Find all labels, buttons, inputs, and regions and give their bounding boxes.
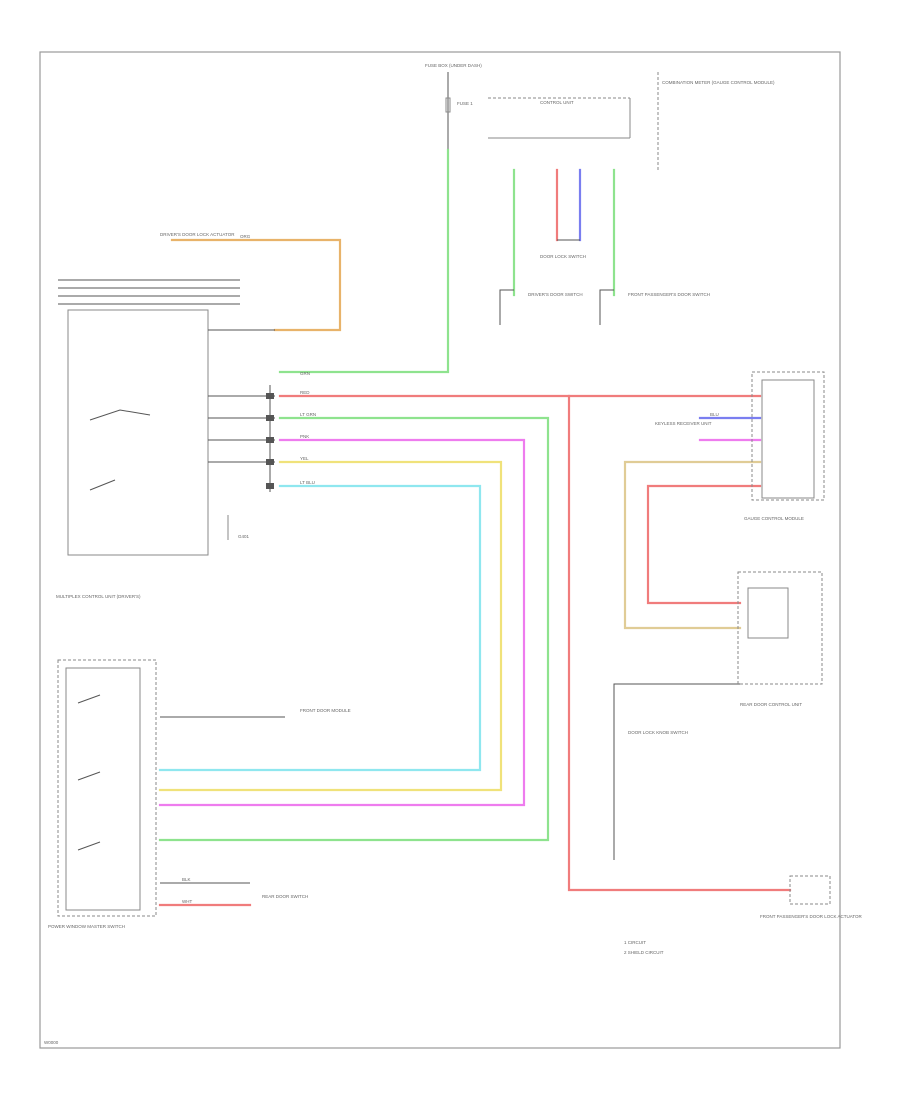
multiplex-unit-group: G401 MULTIPLEX CONTROL UNIT (DRIVER'S) D… xyxy=(56,232,275,599)
rear-door-control-box xyxy=(747,587,789,639)
power-window-group: POWER WINDOW MASTER SWITCH FRONT DOOR MO… xyxy=(48,659,351,929)
diagram-id: W0000 xyxy=(44,1040,59,1045)
pin-1 xyxy=(266,393,274,399)
control-unit-group: CONTROL UNIT COMBINATION METER (GAUGE CO… xyxy=(488,72,775,170)
front-door-module-box xyxy=(789,875,831,905)
label-pnk: PNK xyxy=(300,434,309,439)
wire-yellow-loop xyxy=(158,460,503,792)
label-blk: BLK xyxy=(182,877,191,882)
wires xyxy=(158,148,792,907)
door-lock-knob-label: DOOR LOCK KNOB SWITCH xyxy=(628,730,688,735)
ground-label: G401 xyxy=(238,534,250,539)
label-yel: YEL xyxy=(300,456,309,461)
label-ltblu: LT BLU xyxy=(300,480,315,485)
multiplex-unit-label: MULTIPLEX CONTROL UNIT (DRIVER'S) xyxy=(56,594,141,599)
power-window-border xyxy=(57,659,157,917)
mpx-switch-1 xyxy=(89,409,151,421)
wire-magenta-loop xyxy=(158,438,526,807)
pw-switch-3 xyxy=(77,841,101,851)
passenger-door-lock-label: FRONT PASSENGER'S DOOR LOCK ACTUATOR xyxy=(760,914,863,919)
wire-red-down xyxy=(567,394,792,892)
label-grn: GRN xyxy=(300,371,310,376)
fuse-label: FUSE 1 xyxy=(457,101,473,106)
combination-meter-label: COMBINATION METER (GAUGE CONTROL MODULE) xyxy=(662,80,775,85)
rear-door-control-border xyxy=(737,571,823,685)
wire-green-loop xyxy=(158,416,550,842)
door-lock-switch-label: DOOR LOCK SWITCH xyxy=(540,254,586,259)
rear-door-switch-label: REAR DOOR SWITCH xyxy=(262,894,308,899)
door-lock-actuator-label: DRIVER'S DOOR LOCK ACTUATOR xyxy=(160,232,235,237)
label-red: RED xyxy=(300,390,310,395)
label-blu: BLU xyxy=(710,412,719,417)
fuse-box-label: FUSE BOX (UNDER DASH) xyxy=(425,63,482,68)
label-org: ORG xyxy=(240,234,251,239)
wire-red-loop xyxy=(646,484,762,605)
front-door-module-group: FRONT PASSENGER'S DOOR LOCK ACTUATOR 1 C… xyxy=(624,875,863,955)
passenger-door-switch-contact xyxy=(599,289,614,325)
wire-tan-loop xyxy=(623,460,762,630)
pw-switch-1 xyxy=(77,694,101,704)
wire-green-fuse xyxy=(278,148,450,374)
pw-switch-2 xyxy=(77,771,101,781)
label-ltgrn: LT GRN xyxy=(300,412,316,417)
rear-door-control-label: REAR DOOR CONTROL UNIT xyxy=(740,702,802,707)
pin-2 xyxy=(266,415,274,421)
passenger-door-switch-label: FRONT PASSENGER'S DOOR SWITCH xyxy=(628,292,710,297)
wire-orange-door-lock xyxy=(170,238,342,332)
gauge-module-box xyxy=(761,379,815,499)
diagram-frame xyxy=(39,51,841,1049)
pin-3 xyxy=(266,437,274,443)
pin-4 xyxy=(266,459,274,465)
rear-door-control-group: REAR DOOR CONTROL UNIT DOOR LOCK KNOB SW… xyxy=(628,571,823,735)
power-window-label: POWER WINDOW MASTER SWITCH xyxy=(48,924,125,929)
legend-line-1: 1 CIRCUIT xyxy=(624,940,646,945)
fuse-element xyxy=(445,97,451,113)
legend-line-2: 2 SHIELD CIRCUIT xyxy=(624,950,664,955)
label-wht: WHT xyxy=(182,899,192,904)
driver-door-switch-contact xyxy=(499,289,514,325)
front-door-module-label: FRONT DOOR MODULE xyxy=(300,708,351,713)
gauge-module-label: GAUGE CONTROL MODULE xyxy=(744,516,804,521)
mpx-switch-2 xyxy=(89,479,116,491)
driver-door-switch-label: DRIVER'S DOOR SWITCH xyxy=(528,292,583,297)
control-unit-label: CONTROL UNIT xyxy=(540,100,574,105)
power-window-box xyxy=(65,667,141,911)
wire-cyan-loop xyxy=(158,484,482,772)
keyless-receiver-label: KEYLESS RECEIVER UNIT xyxy=(655,421,712,426)
gauge-module-group: GAUGE CONTROL MODULE KEYLESS RECEIVER UN… xyxy=(655,371,825,521)
pin-5 xyxy=(266,483,274,489)
wire-labels: GRN RED LT GRN PNK YEL LT BLU ORG BLU BL… xyxy=(182,234,719,904)
connector-block xyxy=(266,385,274,492)
gauge-module-border xyxy=(751,371,825,501)
top-switches: DRIVER'S DOOR SWITCH FRONT PASSENGER'S D… xyxy=(499,254,710,325)
wire-black-right xyxy=(613,683,740,860)
multiplex-unit-box xyxy=(67,309,209,556)
fuse-box-group: FUSE BOX (UNDER DASH) FUSE 1 xyxy=(425,63,482,150)
